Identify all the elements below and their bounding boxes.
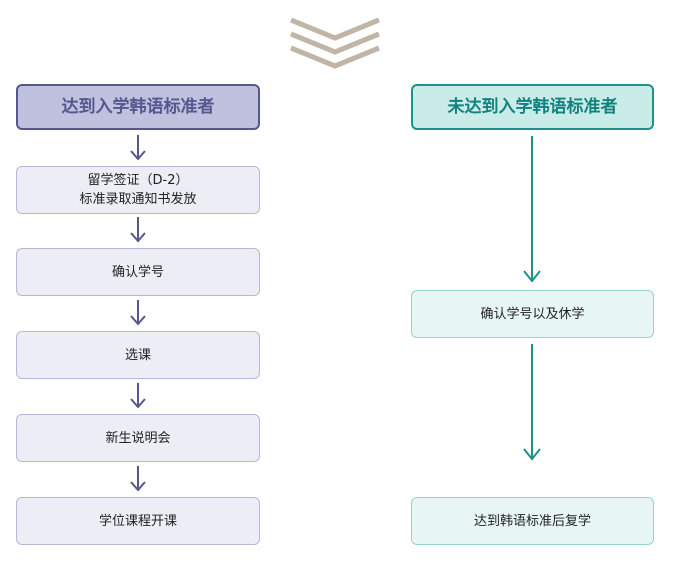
down-arrow-icon <box>130 300 146 326</box>
triple-chevron-down-icon <box>290 17 380 69</box>
right-step-readmission-label: 达到韩语标准后复学 <box>473 513 591 529</box>
left-step-degree-start-label: 学位课程开课 <box>98 513 177 529</box>
down-arrow-icon <box>523 344 541 461</box>
down-arrow-icon <box>130 135 146 161</box>
right-step-readmission: 达到韩语标准后复学 <box>411 497 654 545</box>
left-step-course-selection: 选课 <box>16 331 260 379</box>
down-arrow-icon <box>130 466 146 492</box>
left-step-student-id: 确认学号 <box>16 248 260 296</box>
right-flow-header-label: 未达到入学韩语标准者 <box>447 96 618 117</box>
right-flow-header: 未达到入学韩语标准者 <box>411 84 654 130</box>
right-step-leave-label: 确认学号以及休学 <box>480 306 585 322</box>
down-arrow-icon <box>130 383 146 409</box>
down-arrow-icon <box>130 217 146 243</box>
right-step-leave: 确认学号以及休学 <box>411 290 654 338</box>
down-arrow-icon <box>523 136 541 283</box>
left-flow-header: 达到入学韩语标准者 <box>16 84 260 130</box>
left-step-visa-line-2: 标准录取通知书发放 <box>79 192 197 207</box>
left-step-visa-line-1: 留学签证（D-2） <box>87 173 189 188</box>
left-step-orientation-label: 新生说明会 <box>105 430 171 446</box>
left-step-degree-start: 学位课程开课 <box>16 497 260 545</box>
left-flow-header-label: 达到入学韩语标准者 <box>61 96 215 117</box>
left-step-course-selection-label: 选课 <box>124 347 151 363</box>
left-step-visa: 留学签证（D-2） 标准录取通知书发放 <box>16 166 260 214</box>
left-step-student-id-label: 确认学号 <box>111 264 164 280</box>
left-step-orientation: 新生说明会 <box>16 414 260 462</box>
